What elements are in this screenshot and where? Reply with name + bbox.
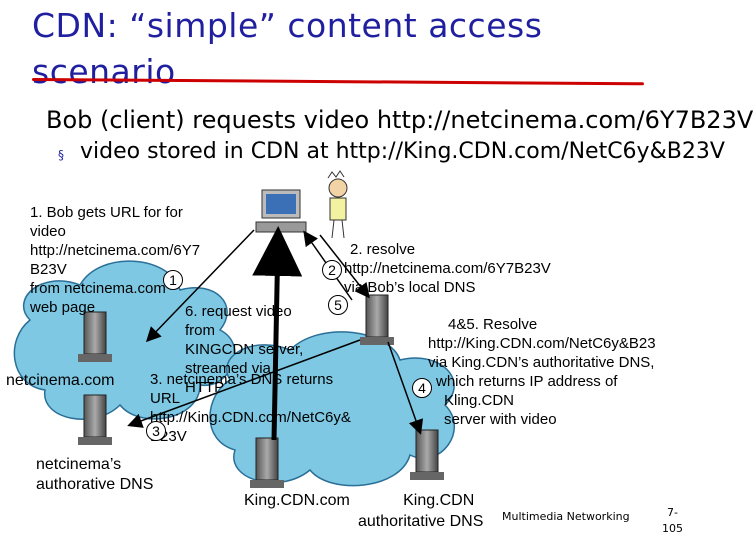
- step6-line: streamed via: [185, 360, 271, 377]
- netcinema-dns-line: authorative DNS: [36, 476, 154, 493]
- bullet-marker: §: [58, 148, 64, 162]
- slide-number: 7- 105: [662, 505, 683, 537]
- diagram-canvas: [13, 170, 456, 488]
- slide-title-line2: scenario: [32, 52, 176, 91]
- kingcdn-server-icon: [250, 437, 284, 488]
- arrow-step1: [145, 229, 255, 343]
- step3-badge: 3: [146, 421, 166, 441]
- step2-line: via Bob’s local DNS: [344, 279, 476, 296]
- step3-line: 3. netcinema’s DNS returns: [150, 371, 334, 388]
- netcinema-label: netcinema.com: [6, 372, 115, 389]
- step1-line: from netcinema.com: [30, 280, 166, 297]
- step45-line: Kling.CDN: [444, 392, 515, 409]
- kingcdn-dns-line: King.CDN: [403, 492, 475, 509]
- footer-course: Multimedia Networking: [502, 510, 630, 523]
- step2-line: http://netcinema.com/6Y7B23V: [344, 260, 551, 277]
- step1-line: video: [30, 223, 66, 240]
- step3-line: http://King.CDN.com/NetC6y&: [150, 409, 351, 426]
- step6-text: 6. request video from KINGCDN server, st…: [185, 302, 303, 397]
- slide-title-line1: CDN: “simple” content access: [32, 6, 543, 45]
- kingcdn-dns-label: King.CDN authoritative DNS: [358, 490, 483, 532]
- step45-line: via King.CDN’s authoritative DNS,: [428, 354, 655, 371]
- step2-badge: 2: [322, 260, 342, 280]
- step1-line: http://netcinema.com/6Y7: [30, 242, 201, 259]
- step1-line: 1. Bob gets URL for for: [30, 204, 183, 221]
- step6-line: KINGCDN server,: [185, 341, 304, 358]
- bob-person-icon: [327, 170, 348, 239]
- step2-line: 2. resolve: [350, 241, 416, 258]
- step4-badge: 4: [412, 378, 432, 398]
- arrow-step2: [319, 234, 370, 299]
- bullet-main: Bob (client) requests video http://netci…: [46, 106, 753, 134]
- netcinema-dns-server-icon: [78, 394, 112, 445]
- arrow-step6: [252, 226, 303, 441]
- netcinema-server-icon: [78, 311, 112, 362]
- step1-line: B23V: [30, 261, 67, 278]
- step3-line: B23V: [150, 428, 187, 445]
- step3-line: URL: [150, 390, 181, 407]
- kingcdn-label: King.CDN.com: [244, 492, 350, 509]
- step5-badge: 5: [328, 295, 348, 315]
- step45-text: 4&5. Resolve http://King.CDN.com/NetC6y&…: [428, 315, 656, 429]
- step45-line: which returns IP address of: [436, 373, 618, 390]
- step6-line: HTTP: [185, 379, 225, 396]
- step45-line: 4&5. Resolve: [448, 316, 538, 333]
- arrow-step3: [127, 339, 361, 428]
- netcinema-dns-line: netcinema’s: [36, 456, 122, 473]
- slide-number-line: 105: [662, 522, 683, 535]
- step1-badge: 1: [163, 270, 183, 290]
- step6-line: from: [185, 322, 215, 339]
- step45-line: server with video: [444, 411, 557, 428]
- step45-line: http://King.CDN.com/NetC6y&B23: [428, 335, 656, 352]
- step6-line: 6. request video: [185, 303, 292, 320]
- local-dns-server-icon: [360, 294, 394, 345]
- step2-text: 2. resolve http://netcinema.com/6Y7B23V …: [344, 240, 551, 297]
- kingcdn-dns-server-icon: [410, 429, 444, 480]
- netcinema-dns-label: netcinema’s authorative DNS: [36, 455, 153, 495]
- bullet-sub: video stored in CDN at http://King.CDN.c…: [80, 139, 725, 164]
- step3-text: 3. netcinema’s DNS returns URL http://Ki…: [150, 370, 351, 446]
- bob-computer-icon: [255, 189, 307, 233]
- step1-line: web page: [30, 299, 96, 316]
- step1-text: 1. Bob gets URL for for video http://net…: [30, 203, 200, 317]
- kingcdn-dns-line: authoritative DNS: [358, 513, 484, 530]
- slide-number-line: 7-: [667, 506, 678, 519]
- arrow-step4: [387, 341, 424, 435]
